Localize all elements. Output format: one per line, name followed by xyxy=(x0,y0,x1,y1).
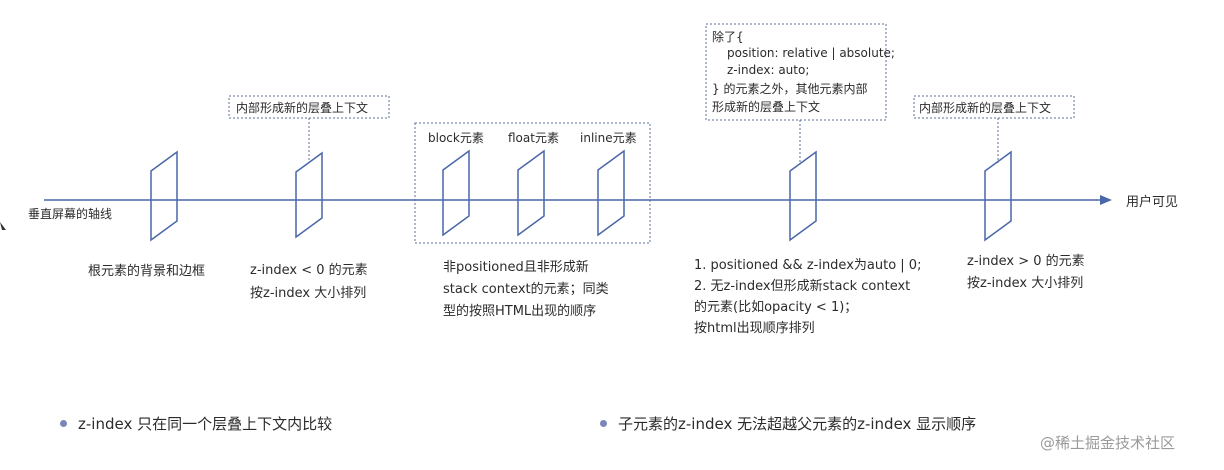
auto-box-line-1: 除了{ xyxy=(712,30,744,44)
positive-context-label: 内部形成新的层叠上下文 xyxy=(919,101,1052,115)
box-positive-context xyxy=(913,95,1075,119)
plane-inline xyxy=(597,149,625,237)
auto-line-1: 1. positioned && z-index为auto | 0; xyxy=(694,258,922,273)
box-auto-context xyxy=(705,23,887,121)
watermark-text: @稀土掘金技术社区 xyxy=(1040,434,1176,452)
auto-line-2: 2. 无z-index但形成新stack context xyxy=(694,279,911,294)
note-bullet-1-icon xyxy=(60,420,67,427)
plane-block xyxy=(442,149,470,237)
note-bullet-2-icon xyxy=(600,420,607,427)
negative-context-label: 内部形成新的层叠上下文 xyxy=(236,101,369,115)
block-element-label: block元素 xyxy=(428,131,484,145)
auto-box-line-3: z-index: auto; xyxy=(727,63,810,77)
plane-positive xyxy=(984,150,1012,242)
group-box-block-float-inline xyxy=(414,122,651,244)
auto-line-4: 按html出现顺序排列 xyxy=(694,321,815,336)
cursor-icon xyxy=(0,222,6,230)
plane-negative xyxy=(295,151,323,239)
auto-box-line-4: } 的元素之外，其他元素内部 xyxy=(712,82,868,96)
auto-box-line-2: position: relative | absolute; xyxy=(727,46,895,60)
block-group-line-2: stack context的元素；同类 xyxy=(443,282,609,297)
axis-right-label: 用户可见 xyxy=(1126,195,1179,210)
block-group-line-3: 型的按照HTML出现的顺序 xyxy=(443,304,597,319)
axis-left-label: 垂直屏幕的轴线 xyxy=(28,207,113,221)
plane-auto xyxy=(789,150,817,242)
auto-line-3: 的元素(比如opacity < 1)； xyxy=(694,300,858,315)
negative-line-1: z-index < 0 的元素 xyxy=(250,263,368,278)
positive-line-1: z-index > 0 的元素 xyxy=(967,254,1085,269)
inline-element-label: inline元素 xyxy=(580,131,637,145)
axis-arrowhead-icon xyxy=(1100,195,1112,205)
plane-root xyxy=(150,150,178,242)
negative-line-2: 按z-index 大小排列 xyxy=(250,286,367,301)
float-element-label: float元素 xyxy=(508,131,559,145)
root-layer-label: 根元素的背景和边框 xyxy=(88,264,206,279)
auto-box-line-5: 形成新的层叠上下文 xyxy=(712,100,821,114)
plane-float xyxy=(517,149,545,237)
note-2: 子元素的z-index 无法超越父元素的z-index 显示顺序 xyxy=(618,415,977,433)
positive-line-2: 按z-index 大小排列 xyxy=(967,276,1084,291)
block-group-line-1: 非positioned且非形成新 xyxy=(443,260,589,275)
note-1: z-index 只在同一个层叠上下文内比较 xyxy=(78,415,333,433)
